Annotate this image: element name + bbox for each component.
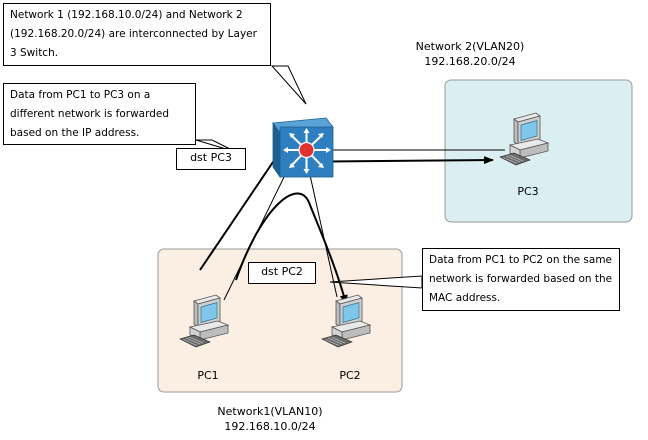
callout-pc1-to-pc2: Data from PC1 to PC2 on the same network… <box>422 248 620 311</box>
callout-l3-pointer <box>270 65 307 105</box>
layer3-switch-icon <box>272 117 334 179</box>
tag-dst-pc2: dst PC2 <box>248 262 316 284</box>
callout-pc1-to-pc3: Data from PC1 to PC3 on a different netw… <box>3 83 196 145</box>
network2-subnet: 192.168.20.0/24 <box>424 55 516 68</box>
pc2-label: PC2 <box>339 369 361 382</box>
network1-name: Network1(VLAN10) <box>217 405 323 418</box>
flow-pc1-to-pc2-arrow <box>235 192 348 305</box>
pc1-label: PC1 <box>197 369 219 382</box>
network1-subnet: 192.168.10.0/24 <box>224 420 316 433</box>
callout-l3-switch: Network 1 (192.168.10.0/24) and Network … <box>3 3 271 66</box>
tag-dst-pc3: dst PC3 <box>176 148 246 170</box>
network2-name: Network 2(VLAN20) <box>415 40 525 53</box>
pc3-label: PC3 <box>517 185 539 198</box>
